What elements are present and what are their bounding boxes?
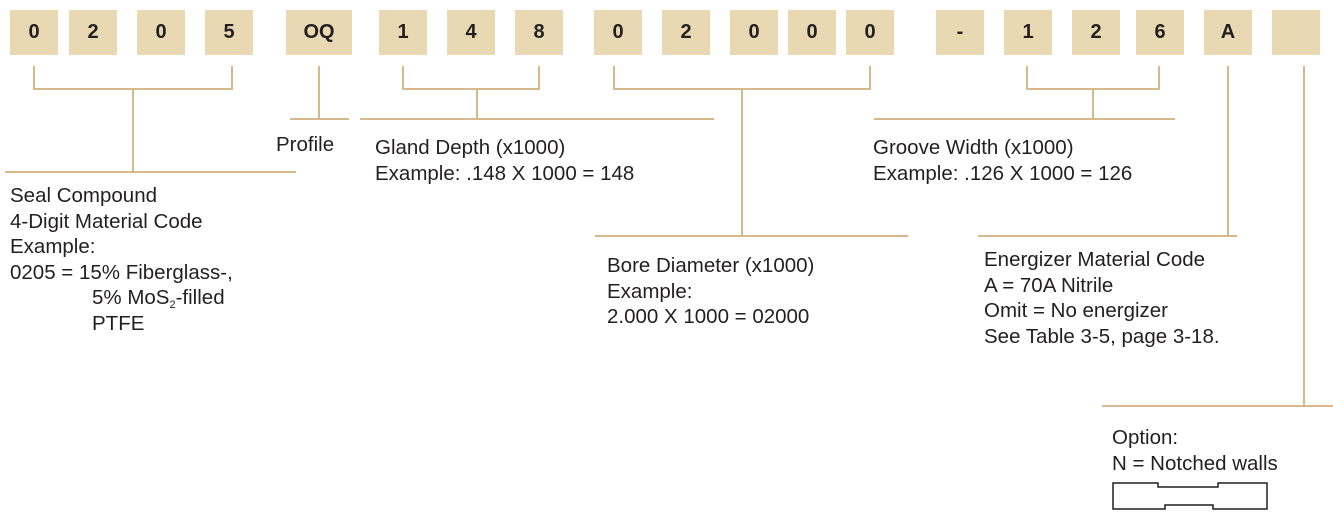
code-box-bore-digit-4: 0 <box>788 10 836 55</box>
seal-compound-subtitle: 4-Digit Material Code <box>10 209 203 233</box>
groove-width-title: Groove Width (x1000) <box>873 136 1074 159</box>
seal-compound-title: Seal Compound <box>10 184 158 207</box>
energizer-description: Energizer Material Code A = 70A Nitrile … <box>984 247 1220 349</box>
code-box-separator: - <box>936 10 984 55</box>
code-box-gland-digit-2: 4 <box>447 10 495 55</box>
gland-depth-description: Gland Depth (x1000) Example: .148 X 1000… <box>375 135 634 186</box>
seal-compound-bracket <box>5 66 296 173</box>
code-box-bore-digit-3: 0 <box>730 10 778 55</box>
mos-subscript: 2 <box>169 299 176 311</box>
energizer-table-reference: See Table 3-5, page 3-18. <box>984 324 1220 348</box>
code-box-energizer: A <box>1204 10 1252 55</box>
groove-width-example: Example: .126 X 1000 = 126 <box>873 161 1133 185</box>
code-box-groove-digit-1: 1 <box>1004 10 1052 55</box>
seal-compound-description: Seal Compound 4-Digit Material Code Exam… <box>10 183 233 336</box>
code-box-bore-digit-2: 2 <box>662 10 710 55</box>
code-box-groove-digit-2: 2 <box>1072 10 1120 55</box>
seal-compound-example-line1: 0205 = 15% Fiberglass-, <box>10 260 233 284</box>
profile-leader <box>290 66 349 120</box>
code-box-gland-digit-3: 8 <box>515 10 563 55</box>
energizer-option-omit: Omit = No energizer <box>984 299 1168 322</box>
profile-label: Profile <box>276 133 335 156</box>
code-box-gland-digit-1: 1 <box>379 10 427 55</box>
energizer-option-a: A = 70A Nitrile <box>984 273 1114 297</box>
groove-width-description: Groove Width (x1000) Example: .126 X 100… <box>873 135 1132 186</box>
code-box-seal-digit-4: 5 <box>205 10 253 55</box>
energizer-leader <box>978 66 1237 237</box>
option-description: Option: N = Notched walls <box>1112 425 1278 476</box>
bore-diameter-bracket <box>595 66 908 237</box>
notched-wall-icon <box>1112 482 1268 510</box>
code-box-profile: OQ <box>286 10 352 55</box>
gland-depth-example: Example: .148 X 1000 = 148 <box>375 161 635 185</box>
option-notched: N = Notched walls <box>1112 451 1278 475</box>
seal-compound-example-label: Example: <box>10 235 96 258</box>
code-box-groove-digit-3: 6 <box>1136 10 1184 55</box>
filled-text: -filled <box>175 286 225 309</box>
bore-diameter-example: 2.000 X 1000 = 02000 <box>607 305 810 328</box>
code-box-bore-digit-1: 0 <box>594 10 642 55</box>
code-box-option <box>1272 10 1320 55</box>
seal-compound-example-line2: 5% MoS2-filled <box>10 285 233 311</box>
energizer-title: Energizer Material Code <box>984 248 1206 271</box>
gland-depth-title: Gland Depth (x1000) <box>375 136 566 159</box>
seal-compound-example-line3: PTFE <box>92 311 145 335</box>
groove-width-bracket <box>874 66 1175 120</box>
option-leader <box>1102 66 1333 407</box>
code-box-seal-digit-3: 0 <box>137 10 185 55</box>
code-box-seal-digit-2: 2 <box>69 10 117 55</box>
option-title: Option: <box>1112 426 1179 449</box>
code-box-bore-digit-5: 0 <box>846 10 894 55</box>
bore-diameter-title: Bore Diameter (x1000) <box>607 254 815 277</box>
gland-depth-bracket <box>360 66 714 120</box>
code-box-seal-digit-1: 0 <box>10 10 58 55</box>
bore-diameter-example-label: Example: <box>607 279 693 303</box>
mos-text: 5% MoS <box>92 286 170 309</box>
bore-diameter-description: Bore Diameter (x1000) Example: 2.000 X 1… <box>607 253 814 330</box>
